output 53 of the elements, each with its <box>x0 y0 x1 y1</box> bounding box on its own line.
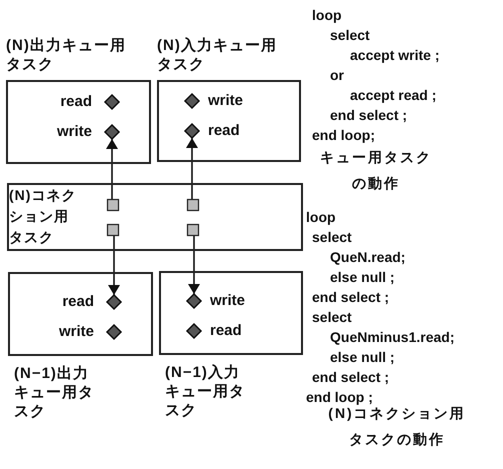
entry-name: read <box>60 93 92 111</box>
code-line: else null ; <box>330 268 395 286</box>
arrow <box>186 138 198 199</box>
entry-name: write <box>210 292 246 310</box>
code-line: loop <box>312 6 342 24</box>
code-caption: キュー用タスクの動作 <box>319 148 433 193</box>
code-line: end select ; <box>312 368 390 386</box>
task-heading: (N)出力キュー用タスク <box>6 36 127 74</box>
code-caption: (N)コネクション用タスクの動作 <box>327 405 467 449</box>
port-square <box>107 224 119 236</box>
entry-diamond <box>105 95 119 109</box>
task-box <box>8 272 153 356</box>
entry-name: write <box>208 92 244 110</box>
code-line: select <box>312 228 352 246</box>
arrow <box>106 139 118 199</box>
code-line: end select ; <box>330 106 408 124</box>
entry-name: read <box>208 122 240 140</box>
code-line: QueNminus1.read; <box>330 328 454 346</box>
task-heading: (N−1)出力キュー用タスク <box>14 364 95 421</box>
code-line: accept write ; <box>350 46 440 64</box>
code-line: or <box>330 66 344 84</box>
entry-name: write <box>56 123 92 141</box>
arrow <box>108 236 120 295</box>
code-line: else null ; <box>330 348 395 366</box>
entry-diamond <box>185 124 199 138</box>
code-line: end select ; <box>312 288 390 306</box>
code-line: accept read ; <box>350 86 436 104</box>
arrow <box>188 236 200 294</box>
port-square <box>187 199 199 211</box>
code-line: end loop; <box>312 126 375 144</box>
entry-diamond <box>187 324 201 338</box>
entry-diamond <box>105 125 119 139</box>
task-box <box>159 271 303 355</box>
code-line: loop <box>306 208 336 226</box>
task-box <box>157 80 301 162</box>
entry-diamond <box>107 295 121 309</box>
port-square <box>187 224 199 236</box>
entry-diamond <box>187 294 201 308</box>
code-line: select <box>330 26 370 44</box>
code-line: QueN.read; <box>330 248 406 266</box>
entry-name: read <box>210 322 242 340</box>
code-line: select <box>312 308 352 326</box>
code-line: end loop ; <box>306 388 373 406</box>
task-box <box>7 183 303 251</box>
task-box <box>6 80 151 164</box>
entry-name: write <box>58 323 94 341</box>
task-heading: (N)入力キュー用タスク <box>157 36 278 74</box>
entry-diamond <box>107 325 121 339</box>
port-square <box>107 199 119 211</box>
task-heading: (N−1)入力キュー用タスク <box>165 363 246 420</box>
entry-name: read <box>62 293 94 311</box>
task-name: (N)コネクション用タスク <box>9 186 78 247</box>
entry-diamond <box>185 94 199 108</box>
